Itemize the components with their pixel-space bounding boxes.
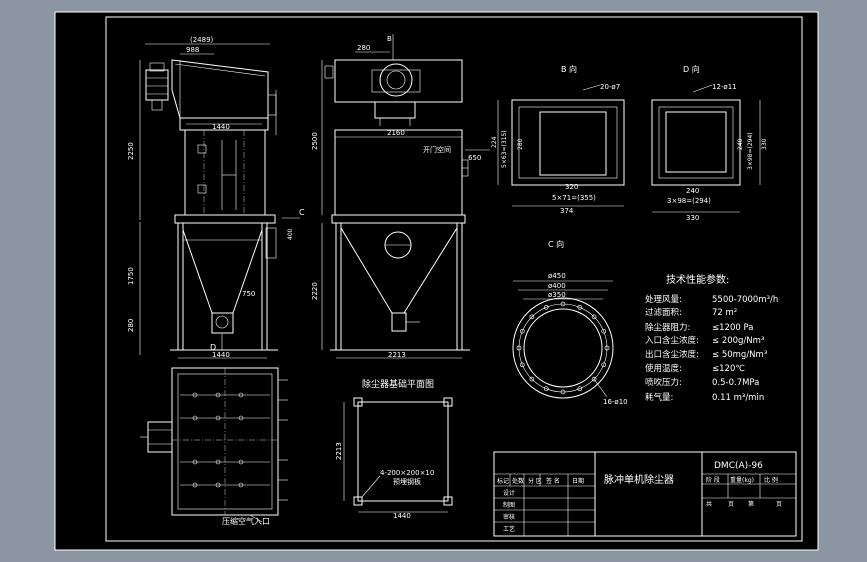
dim-top-total: (2489) bbox=[190, 36, 214, 44]
tb-col-sign: 签 名 bbox=[546, 477, 560, 485]
view-c-title: C 向 bbox=[548, 239, 564, 249]
view-d-dim-side-inner: 240 bbox=[737, 138, 744, 150]
spec-value-6: 0.5-0.7MPa bbox=[712, 378, 759, 388]
view-c-bolt-holes bbox=[516, 301, 610, 395]
view-d-dim-bottom-outer: 330 bbox=[686, 214, 699, 222]
spec-label-1: 过滤面积: bbox=[645, 307, 682, 318]
spec-label-2: 除尘器阻力: bbox=[645, 322, 690, 333]
view-c: C 向 ø450 ø400 ø350 16-ø10 bbox=[512, 239, 628, 406]
tb-no: 第 bbox=[748, 500, 754, 508]
product-code: DMC(A)-96 bbox=[714, 461, 763, 471]
front-view: (2489) 988 1440 2250 bbox=[127, 36, 305, 359]
dim-inlet-offset: 280 bbox=[357, 44, 370, 52]
foundation-note-2: 预埋钢板 bbox=[393, 477, 421, 486]
tb-total: 共 bbox=[706, 500, 712, 508]
spec-value-2: ≤1200 Pa bbox=[712, 323, 753, 333]
section-mark-d: D bbox=[210, 343, 216, 352]
tb-stage: 阶 段 bbox=[706, 476, 720, 484]
tb-scale: 比 例 bbox=[764, 476, 778, 484]
view-b-dim-side-inner: 280 bbox=[517, 138, 524, 150]
dim-bottom-offset: 280 bbox=[127, 319, 135, 332]
tb-weight: 重量(kg) bbox=[730, 476, 754, 484]
view-b: B 向 20-ø7 224 5×63=(315) 280 320 5×71=(3… bbox=[491, 64, 625, 215]
foundation-dim-width: 1440 bbox=[393, 512, 411, 520]
tb-row-check: 审核 bbox=[503, 513, 515, 521]
dim-base-width: 1440 bbox=[212, 351, 230, 359]
specs-title: 技术性能参数: bbox=[666, 273, 729, 286]
view-b-dim-bottom-pitch: 5×71=(355) bbox=[552, 194, 596, 202]
spec-label-7: 耗气量: bbox=[645, 392, 673, 403]
view-b-holes: 20-ø7 bbox=[600, 83, 620, 91]
drawing-border bbox=[105, 16, 803, 542]
spec-value-7: 0.11 m³/min bbox=[712, 393, 764, 403]
view-d-dim-side-outer: 330 bbox=[761, 138, 768, 150]
dim-upper-height: 2250 bbox=[127, 142, 135, 160]
view-c-dim-outer: ø450 bbox=[548, 272, 566, 280]
view-d: D 向 12-ø11 240 3×98=(294) 330 240 3×98=(… bbox=[651, 64, 768, 222]
view-b-dim-bottom-outer: 374 bbox=[560, 207, 574, 215]
foundation-dim-height: 2213 bbox=[335, 442, 343, 460]
foundation-title: 除尘器基础平面图 bbox=[362, 378, 434, 390]
tb-row-draw: 制图 bbox=[503, 501, 515, 509]
dim-base-width-side: 2213 bbox=[388, 351, 406, 359]
tb-col-zone: 分 区 bbox=[528, 477, 542, 485]
dim-lower-height-side: 2220 bbox=[311, 282, 319, 300]
dim-upper-height-side: 2500 bbox=[311, 132, 319, 150]
tb-row-process: 工艺 bbox=[503, 525, 515, 533]
plan-view: 压缩空气入口 bbox=[140, 367, 288, 526]
dim-top-width: 2160 bbox=[387, 129, 405, 137]
side-view: B 280 2160 开门空间 650 2500 bbox=[311, 34, 490, 359]
spec-label-4: 出口含尘浓度: bbox=[645, 349, 699, 360]
view-b-dim-side-outer: 224 bbox=[491, 136, 498, 148]
section-mark-c: C bbox=[299, 208, 305, 217]
door-space-label: 开门空间 bbox=[423, 145, 451, 154]
view-c-holes: 16-ø10 bbox=[603, 398, 628, 406]
view-b-dim-bottom-inner: 320 bbox=[565, 183, 578, 191]
spec-label-3: 入口含尘浓度: bbox=[645, 335, 699, 346]
spec-value-1: 72 m² bbox=[712, 308, 737, 318]
spec-value-4: ≤ 50mg/Nm³ bbox=[712, 350, 767, 360]
spec-label-0: 处理风量: bbox=[645, 294, 682, 305]
spec-value-0: 5500-7000m³/h bbox=[712, 295, 778, 305]
spec-value-3: ≤ 200g/Nm³ bbox=[712, 336, 764, 346]
view-d-dim-bottom-inner: 240 bbox=[686, 187, 699, 195]
tb-page2: 页 bbox=[776, 501, 782, 508]
view-c-dim-pitch: ø400 bbox=[548, 282, 566, 290]
spec-value-5: ≤120℃ bbox=[712, 364, 745, 374]
tb-col-date: 日期 bbox=[572, 477, 584, 485]
view-d-holes: 12-ø11 bbox=[712, 83, 737, 91]
spec-label-6: 喷吹压力: bbox=[645, 377, 682, 388]
view-d-dim-side-pitch: 3×98=(294) bbox=[747, 132, 754, 170]
section-mark-b: B bbox=[387, 35, 392, 43]
title-block: 脉冲单机除尘器 DMC(A)-96 标记 处数 分 区 签 名 日期 设计 制图… bbox=[493, 451, 797, 537]
product-name: 脉冲单机除尘器 bbox=[604, 473, 674, 486]
foundation-note-1: 4-200×200×10 bbox=[380, 469, 434, 477]
dim-hopper-outlet: 750 bbox=[242, 290, 255, 298]
view-c-dim-inner: ø350 bbox=[548, 291, 566, 299]
view-b-dim-side-pitch: 5×63=(315) bbox=[501, 130, 508, 168]
tb-row-design: 设计 bbox=[503, 489, 515, 497]
foundation-plan: 除尘器基础平面图 2213 1440 4-200×200×10 预埋钢板 bbox=[335, 378, 453, 520]
dim-side-small: 400 bbox=[287, 228, 294, 240]
view-b-title: B 向 bbox=[561, 64, 577, 74]
door-space-dim: 650 bbox=[468, 154, 481, 162]
tb-col-mark: 标记 bbox=[497, 477, 509, 485]
tech-specs: 技术性能参数: 处理风量: 5500-7000m³/h 过滤面积: 72 m² … bbox=[645, 273, 778, 403]
dim-leg-height: 1750 bbox=[127, 267, 135, 285]
dim-box-width: 1440 bbox=[212, 123, 230, 131]
view-d-title: D 向 bbox=[683, 64, 700, 74]
dim-top-part: 988 bbox=[186, 46, 199, 54]
compressed-air-inlet-label: 压缩空气入口 bbox=[222, 516, 270, 526]
tb-page1: 页 bbox=[728, 501, 734, 508]
tb-col-count: 处数 bbox=[512, 477, 524, 485]
view-d-dim-bottom-pitch: 3×98=(294) bbox=[667, 197, 711, 205]
spec-label-5: 使用温度: bbox=[645, 363, 682, 374]
